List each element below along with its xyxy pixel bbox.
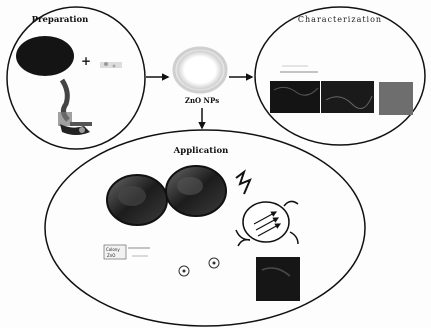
nanoparticle-ring <box>174 48 226 92</box>
preparation-panel: Preparation + <box>7 7 145 149</box>
application-title: Application <box>173 146 229 156</box>
analysis-spectrum <box>280 66 318 72</box>
synthesis-setup <box>58 80 92 135</box>
zno-nanoparticles: ZnO NPs <box>174 48 226 105</box>
leaf-extract-sample <box>16 36 74 76</box>
bacterium-icon <box>236 201 298 246</box>
strip-label-bottom: ZnO <box>107 253 115 258</box>
sem-image <box>270 81 320 113</box>
preparation-title: Preparation <box>32 15 89 25</box>
inhibition-zone <box>179 266 189 276</box>
microscopy-image <box>256 257 300 301</box>
zinc-salt-powder <box>100 62 122 68</box>
characterization-outline <box>255 7 425 145</box>
application-outline <box>45 130 365 326</box>
inhibition-zone <box>209 258 219 268</box>
characterization-title: Characterization <box>298 15 382 24</box>
plus-sign: + <box>81 54 91 68</box>
agar-strip: Colony ZnO <box>104 245 150 259</box>
application-panel: Application Colony ZnO <box>45 130 365 326</box>
edx-image <box>379 82 413 115</box>
tem-image <box>321 81 374 113</box>
characterization-panel: Characterization <box>255 7 425 145</box>
strip-label-top: Colony <box>106 247 120 252</box>
lightning-icon <box>236 172 250 194</box>
zno-nps-label: ZnO NPs <box>185 96 219 105</box>
